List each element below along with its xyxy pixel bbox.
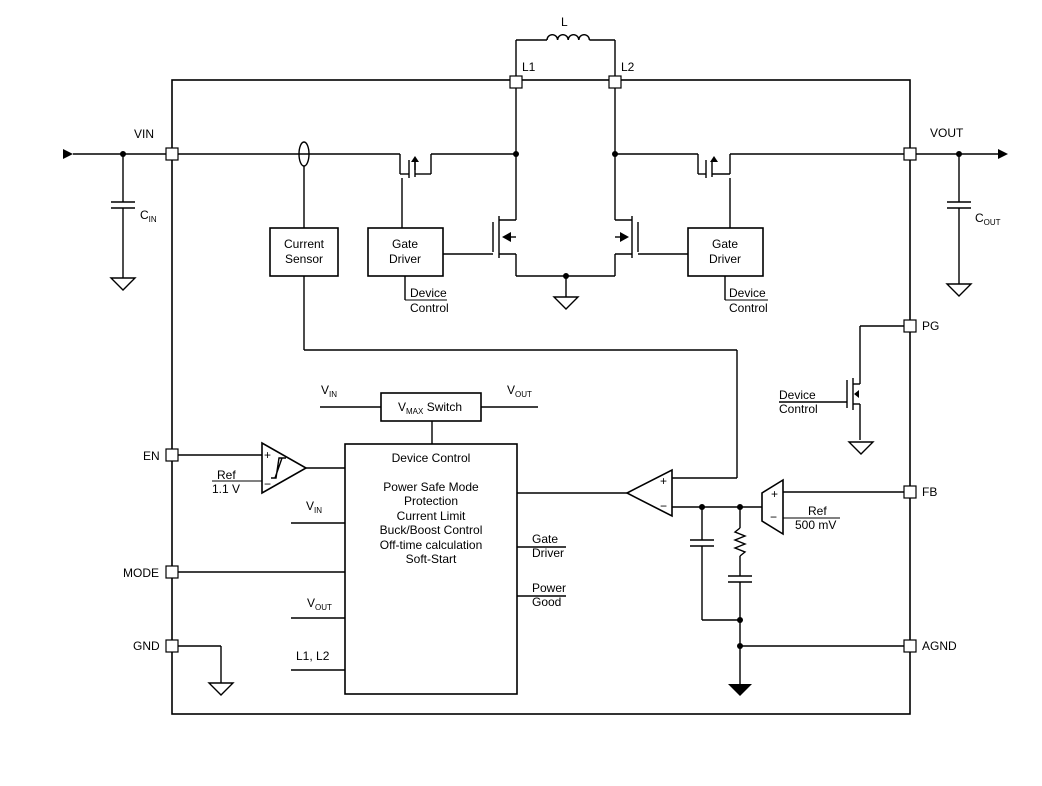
dc-gate-driver-out-line1: Gate: [532, 532, 558, 546]
device-control-title: Device Control: [392, 451, 471, 465]
vmax-switch-label: VMAX Switch: [398, 400, 462, 416]
hysteresis-icon: [271, 457, 286, 479]
enable-comparator-plus: +: [264, 448, 271, 462]
fb-amplifier-plus: +: [771, 487, 778, 501]
cout-ground-symbol: [945, 283, 973, 297]
device-control-function-0: Power Safe Mode: [383, 480, 479, 494]
cin-label: CIN: [140, 208, 157, 224]
enable-comparator: [261, 441, 308, 495]
pg-control-line1: Device: [779, 388, 816, 402]
current-sensor-label-line2: Sensor: [285, 252, 323, 266]
en-ref-value: 1.1 V: [212, 482, 240, 496]
vout-output-arrow: [998, 149, 1008, 159]
dc-vin-label: VIN: [306, 499, 322, 515]
dc-gate-driver-out-line2: Driver: [532, 546, 564, 560]
fb-ref-label: Ref: [808, 504, 827, 518]
pin-pg-label: PG: [922, 319, 939, 333]
pin-l1-label: L1: [522, 60, 536, 74]
gate-driver-right-label-line2: Driver: [709, 252, 741, 266]
analog-ground-symbol: [728, 684, 752, 696]
vin-net: [63, 141, 400, 291]
gnd-pin-ground-symbol: [207, 682, 235, 696]
output-low-side-mosfet: [614, 154, 688, 276]
pg-ground-symbol: [847, 441, 875, 455]
gate-driver-left-control-line2: Control: [410, 301, 449, 315]
pin-l2-label: L2: [621, 60, 635, 74]
compensation-network: [690, 507, 752, 696]
gate-driver-left-control-line1: Device: [410, 286, 447, 300]
current-sensor-block: [269, 227, 339, 277]
pin-gnd: [165, 639, 179, 653]
device-control-function-5: Soft-Start: [406, 552, 457, 566]
pin-vin: [165, 147, 179, 161]
pin-fb-label: FB: [922, 485, 937, 499]
pin-mode: [165, 565, 179, 579]
gate-driver-left-label-line1: Gate: [392, 237, 418, 251]
pin-vout: [903, 147, 917, 161]
pin-l2: [608, 75, 622, 89]
vin-input-arrow: [63, 149, 73, 159]
inductor-label: L: [561, 15, 568, 29]
ic-outline: [171, 79, 911, 715]
dc-power-good-out-line1: Power: [532, 581, 566, 595]
dc-l1l2-label: L1, L2: [296, 649, 330, 663]
gate-driver-right-label-line1: Gate: [712, 237, 738, 251]
error-amplifier: [625, 468, 673, 518]
enable-comparator-minus: −: [264, 477, 271, 491]
device-control-function-1: Protection: [404, 494, 458, 508]
vmax-vin-label: VIN: [321, 383, 337, 399]
vout-net: [916, 149, 1008, 297]
input-high-side-mosfet: [399, 153, 516, 228]
pin-en: [165, 448, 179, 462]
output-high-side-mosfet: [615, 153, 904, 228]
gate-driver-right-control-line2: Control: [729, 301, 768, 315]
pin-mode-label: MODE: [123, 566, 159, 580]
pin-en-label: EN: [143, 449, 160, 463]
pin-vout-label: VOUT: [930, 126, 964, 140]
device-control-function-4: Off-time calculation: [380, 538, 483, 552]
cout-label: COUT: [975, 211, 1001, 227]
device-control-function-2: Current Limit: [397, 509, 466, 523]
en-ref-label: Ref: [217, 468, 236, 482]
input-low-side-mosfet: [443, 154, 517, 276]
error-amplifier-minus: −: [660, 499, 667, 513]
power-ground-symbol: [552, 296, 580, 310]
fb-ref-value: 500 mV: [795, 518, 836, 532]
current-sensor-label-line1: Current: [284, 237, 325, 251]
device-control-block: [344, 443, 518, 695]
pin-agnd-label: AGND: [922, 639, 957, 653]
pin-agnd: [903, 639, 917, 653]
inductor: [515, 34, 616, 76]
cin-ground-symbol: [109, 277, 137, 291]
error-amplifier-plus: +: [660, 474, 667, 488]
fb-amplifier: [761, 478, 784, 536]
pg-control-line2: Control: [779, 402, 818, 416]
power-good-mosfet: [779, 325, 904, 455]
pin-vin-label: VIN: [134, 127, 154, 141]
pin-pg: [903, 319, 917, 333]
vmax-vout-label: VOUT: [507, 383, 532, 399]
gate-driver-right-control-line1: Device: [729, 286, 766, 300]
gate-driver-left-label-line2: Driver: [389, 252, 421, 266]
pin-l1: [509, 75, 523, 89]
pin-gnd-label: GND: [133, 639, 160, 653]
pin-fb: [903, 485, 917, 499]
fb-amplifier-minus: −: [770, 510, 777, 524]
gate-driver-right-block: [687, 227, 764, 277]
gate-driver-left-block: [367, 227, 444, 277]
device-control-function-3: Buck/Boost Control: [380, 523, 483, 537]
dc-vout-label: VOUT: [307, 596, 332, 612]
dc-power-good-out-line2: Good: [532, 595, 561, 609]
